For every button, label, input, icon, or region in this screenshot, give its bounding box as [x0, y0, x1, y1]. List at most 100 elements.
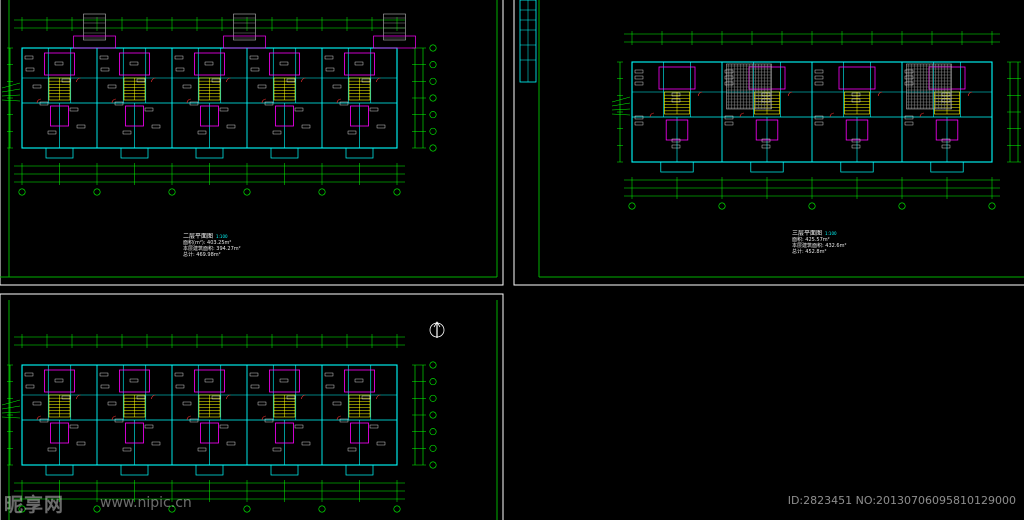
- dwelling-unit: [246, 365, 322, 476]
- axis-bubble: [393, 188, 401, 196]
- room-label-mark: [107, 84, 117, 89]
- door-swing: [226, 394, 231, 400]
- room-label-mark: [144, 107, 154, 112]
- dimension-row-top: [624, 31, 1000, 45]
- room-label-mark: [761, 144, 771, 149]
- room-label-mark: [369, 424, 379, 429]
- room-label-mark: [814, 121, 824, 126]
- room-label-mark: [250, 67, 260, 72]
- dimension-row-bottom: [14, 163, 405, 196]
- bay-projection: [750, 161, 784, 173]
- room-label-mark: [325, 67, 335, 72]
- stair: [754, 91, 780, 115]
- bay-projection: [930, 161, 964, 173]
- room-label-mark: [851, 144, 861, 149]
- room-label-mark: [904, 121, 914, 126]
- sheet-scale-2f: 1:100: [216, 234, 228, 239]
- room-label-mark: [347, 130, 357, 135]
- axis-bubble: [318, 505, 326, 513]
- door-swing: [919, 112, 925, 118]
- stair: [348, 77, 371, 101]
- room-label-mark: [24, 55, 34, 60]
- room-label-mark: [904, 75, 914, 80]
- room-label-mark: [369, 107, 379, 112]
- door-swing: [336, 98, 342, 104]
- chimney-tower: [373, 13, 416, 49]
- dwelling-unit: [321, 13, 416, 159]
- room-label-mark: [272, 130, 282, 135]
- room-label-mark: [151, 441, 161, 446]
- stair: [48, 77, 71, 101]
- room-label-mark: [761, 138, 771, 143]
- door-swing: [111, 415, 117, 421]
- dwelling-unit: [171, 13, 266, 159]
- door-swing: [226, 77, 231, 83]
- room-label-mark: [99, 372, 109, 377]
- room-label-mark: [294, 107, 304, 112]
- sheet-frame-top-left: [0, 0, 504, 286]
- room-label-mark: [189, 101, 199, 106]
- room-label-mark: [354, 378, 364, 383]
- room-label-mark: [634, 115, 644, 120]
- room-label-mark: [249, 372, 259, 377]
- dimension-row-side: [7, 361, 437, 469]
- bay-projection: [120, 464, 149, 476]
- door-swing: [301, 394, 306, 400]
- room-label-mark: [25, 384, 35, 389]
- room-label-mark: [61, 78, 71, 83]
- room-label-mark: [904, 115, 914, 120]
- stair: [273, 77, 296, 101]
- sheet-frame-bottom-left: [0, 293, 504, 520]
- room-label-mark: [47, 447, 57, 452]
- stair: [48, 394, 71, 418]
- axis-bubble: [168, 188, 176, 196]
- dwelling-unit: [21, 365, 97, 476]
- room-label-mark: [144, 424, 154, 429]
- dimension-row-bottom: [14, 480, 405, 513]
- room-label-mark: [32, 84, 42, 89]
- dimension-row-side: [7, 44, 437, 152]
- room-label-mark: [39, 418, 49, 423]
- room-label-mark: [100, 67, 110, 72]
- stair: [664, 91, 690, 115]
- room-label-mark: [250, 384, 260, 389]
- room-label-mark: [634, 121, 644, 126]
- axis-bubble: [243, 505, 251, 513]
- room-label-mark: [219, 107, 229, 112]
- room-label-mark: [24, 372, 34, 377]
- room-label-mark: [129, 378, 139, 383]
- dwelling-unit: [721, 62, 812, 173]
- room-label-mark: [61, 395, 71, 400]
- room-label-mark: [339, 418, 349, 423]
- sheet-info-3f-line-1: 面积: 425.57m²: [792, 237, 830, 243]
- room-label-mark: [182, 84, 192, 89]
- axis-bubble: [393, 505, 401, 513]
- room-label-mark: [54, 378, 64, 383]
- floor-plan-top-right: [611, 31, 1021, 210]
- room-label-mark: [182, 401, 192, 406]
- room-label-mark: [724, 115, 734, 120]
- room-label-mark: [76, 441, 86, 446]
- stair: [123, 77, 146, 101]
- stair: [198, 394, 221, 418]
- door-swing: [261, 415, 267, 421]
- room-label-mark: [272, 447, 282, 452]
- room-label-mark: [634, 75, 644, 80]
- bay-projection: [345, 147, 374, 159]
- room-label-mark: [197, 447, 207, 452]
- bay-projection: [270, 147, 299, 159]
- room-label-mark: [851, 92, 861, 97]
- room-label-mark: [264, 418, 274, 423]
- room-label-mark: [69, 107, 79, 112]
- door-swing: [36, 98, 42, 104]
- bay-projection: [345, 464, 374, 476]
- room-label-mark: [332, 401, 342, 406]
- door-swing: [76, 394, 81, 400]
- stair: [844, 91, 870, 115]
- room-label-mark: [671, 92, 681, 97]
- room-label-mark: [301, 124, 311, 129]
- sheet-title-2f: 二层平面图: [183, 233, 214, 240]
- door-swing: [829, 112, 835, 118]
- room-label-mark: [114, 418, 124, 423]
